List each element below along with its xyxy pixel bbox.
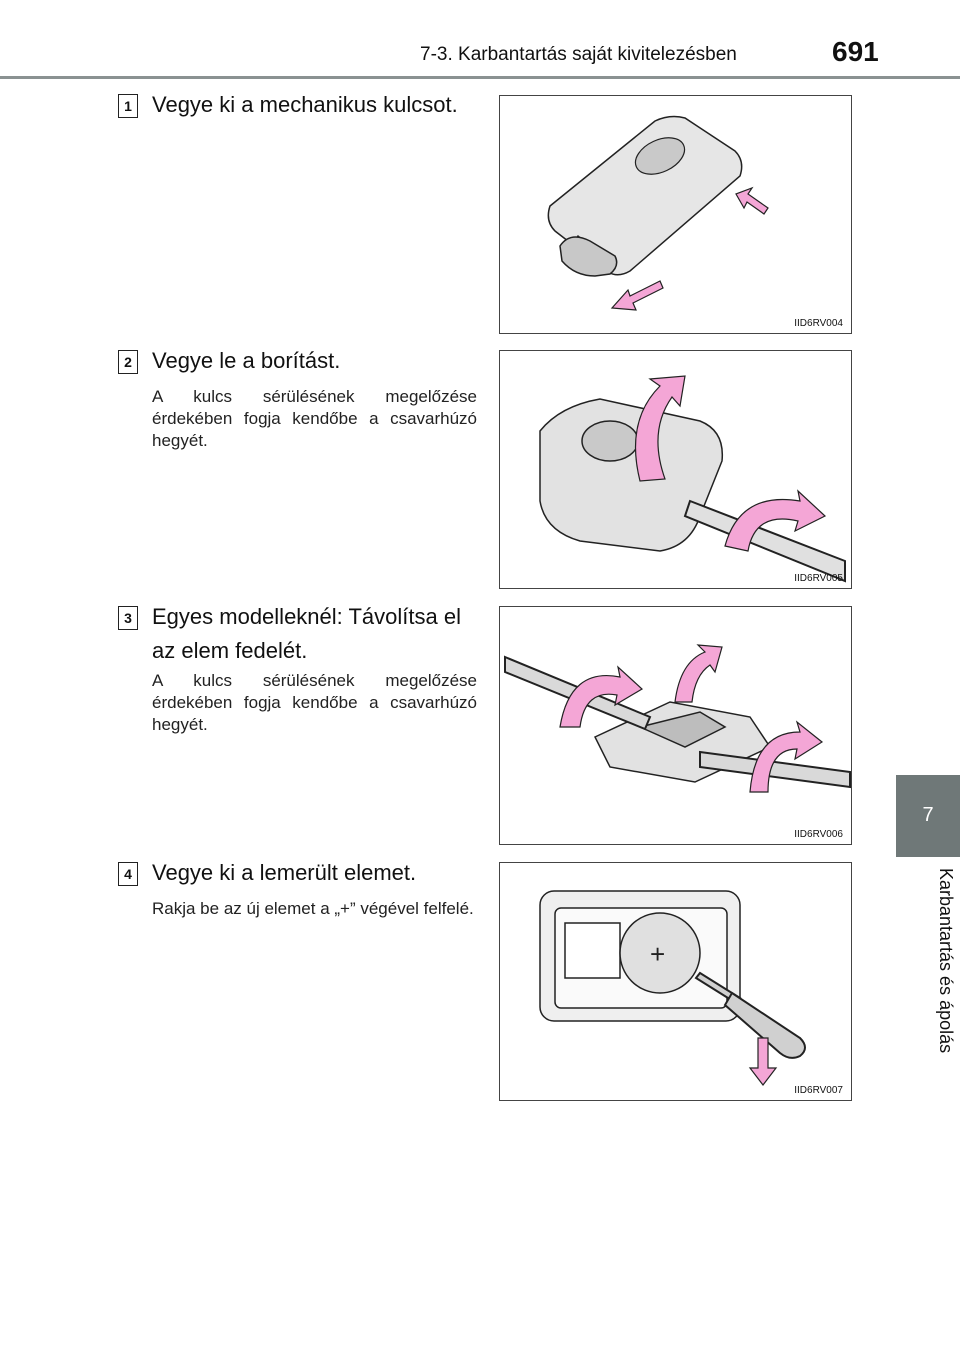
arrow-icon — [559, 644, 824, 793]
arrow-icon — [610, 186, 769, 311]
step-title: Vegye le a borítást. — [152, 348, 341, 373]
figure-remove-mechanical-key: IID6RV004 — [499, 95, 852, 334]
chapter-tab: 7 — [896, 775, 960, 857]
page-header: 7-3. Karbantartás saját kivitelezésben 6… — [0, 0, 960, 80]
plus-sign-icon: + — [650, 939, 665, 969]
chapter-title: Karbantartás és ápolás — [936, 868, 956, 1054]
battery-removal-illustration: + — [539, 890, 806, 1086]
figure-remove-battery-cover: IID6RV006 — [499, 606, 852, 845]
section-title: 7-3. Karbantartás saját kivitelezésben — [420, 44, 737, 65]
arrow-icon — [634, 375, 827, 552]
figure-code: IID6RV004 — [794, 318, 843, 329]
step-number-badge: 3 — [118, 606, 138, 630]
step-number-badge: 4 — [118, 862, 138, 886]
figure-code: IID6RV006 — [794, 829, 843, 840]
step-note: A kulcs sérülésének megelőzése érdekében… — [152, 671, 477, 734]
figure-code: IID6RV005 — [794, 573, 843, 584]
figure-remove-cover: IID6RV005 — [499, 350, 852, 589]
step-note: Rakja be az új elemet a „+” végével felf… — [152, 899, 474, 918]
figure-remove-battery: + IID6RV007 — [499, 862, 852, 1101]
step-note: A kulcs sérülésének megelőzése érdekében… — [152, 387, 477, 450]
page-number: 691 — [832, 36, 879, 67]
header-rule — [0, 76, 960, 79]
step-title: Egyes modelleknél: Távolítsa el az elem … — [152, 604, 461, 663]
battery-cover-illustration — [504, 644, 851, 793]
key-fob-illustration — [547, 115, 769, 311]
cover-removal-illustration — [539, 375, 846, 583]
step-number-badge: 1 — [118, 94, 138, 118]
step-title: Vegye ki a mechanikus kulcsot. — [152, 92, 458, 117]
down-arrow-icon — [748, 1037, 778, 1086]
step-title: Vegye ki a lemerült elemet. — [152, 860, 417, 885]
figure-code: IID6RV007 — [794, 1085, 843, 1096]
step-number-badge: 2 — [118, 350, 138, 374]
